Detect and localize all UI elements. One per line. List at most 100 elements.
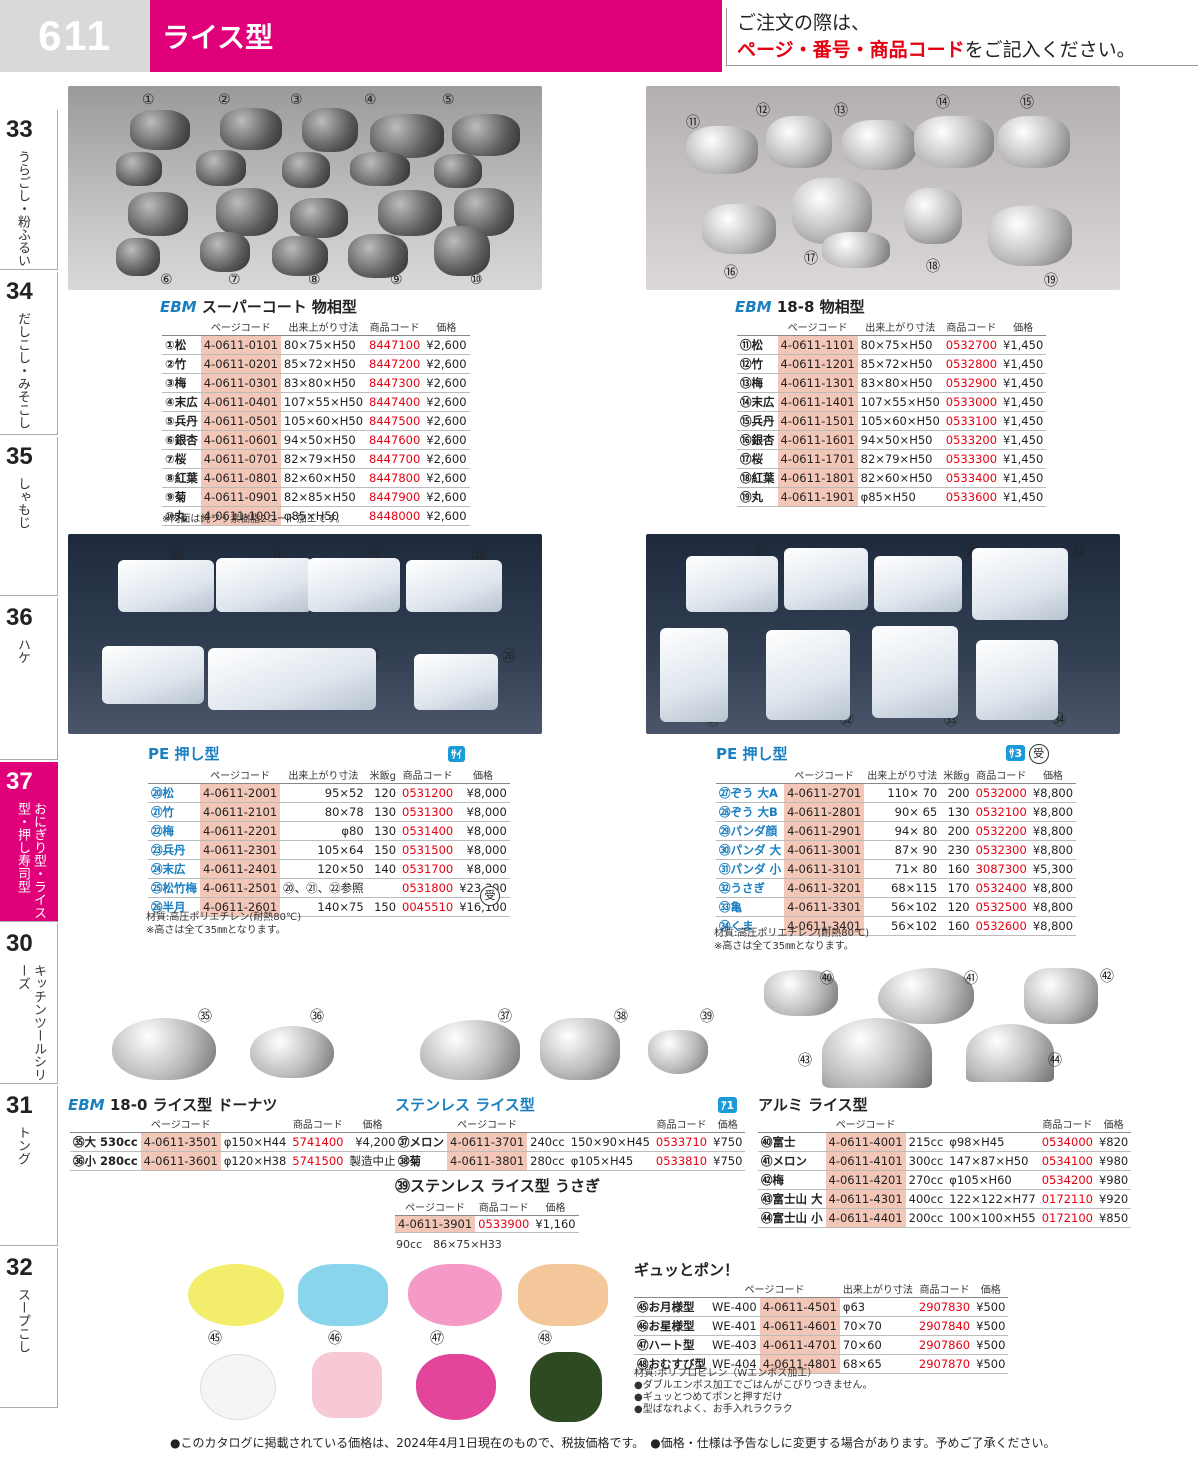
side-tab-32[interactable]: 32 スープこし (0, 1248, 58, 1408)
side-tab-number: 35 (6, 443, 33, 470)
table-cell: 4-0611-4001 (825, 1132, 906, 1152)
table-cell: φ85×H50 (857, 487, 943, 507)
table-header: 出来上がり寸法 (280, 766, 367, 784)
mold-shape (208, 648, 376, 710)
mold-shape (972, 548, 1068, 620)
table-header: 出来上がり寸法 (864, 766, 941, 784)
table-cell: ⑤兵丹 (162, 411, 201, 431)
table-cell: 68×65 (839, 1354, 916, 1374)
table-cell: 4-0611-1301 (777, 373, 858, 393)
table-cell: ¥2,600 (423, 430, 470, 450)
table-cell: φ150×H44 (220, 1132, 290, 1152)
table-cell: φ85×H50 (280, 506, 367, 526)
page-title: ライス型 (162, 21, 274, 54)
side-tab-text: スープこし (15, 1288, 30, 1353)
table-cell: ㉒梅 (148, 821, 200, 841)
table-cell: ¥850 (1095, 1208, 1132, 1228)
sec5-title-text: 18-0 ライス型 ドーナツ (109, 1096, 278, 1114)
table-cell: 85×72×H50 (857, 354, 943, 374)
table-cell: φ120×H38 (220, 1151, 290, 1171)
table-cell: 140×75 (280, 897, 367, 917)
table-cell: 8447400 (366, 392, 424, 412)
mold-shape (988, 206, 1072, 266)
table-cell: 130 (940, 802, 973, 822)
table-cell: 4-0611-4601 (759, 1316, 840, 1336)
table-cell: 4-0611-0801 (200, 468, 281, 488)
item-number-label: ㉖ (502, 649, 516, 665)
item-number-label: ㊶ (964, 971, 978, 987)
table-cell: 150×90×H45 (567, 1132, 653, 1152)
table-cell: 0532400 (972, 878, 1030, 898)
item-number-label: ㊸ (798, 1053, 812, 1069)
mold-shape (874, 556, 962, 612)
item-number-label: ⑰ (804, 251, 818, 267)
table-cell: 4-0611-0701 (200, 449, 281, 469)
table-cell: 4-0611-4401 (825, 1208, 906, 1228)
table-header: 商品コード (652, 1115, 711, 1133)
table-cell: 4-0611-0401 (200, 392, 281, 412)
item-number-label: ⑯ (724, 265, 738, 281)
table-header: ページコード (140, 1115, 221, 1133)
sec4-marks: ｻ3 受 (1006, 744, 1049, 764)
side-tab-number: 32 (6, 1254, 33, 1281)
mold-shape (842, 120, 916, 170)
mold-usagi (648, 1030, 708, 1074)
item-number-label: ① (142, 92, 155, 108)
mold-ume-alu (1024, 968, 1098, 1024)
item-number-label: ㉟ (198, 1009, 212, 1025)
table-cell: 4-0611-4801 (759, 1354, 840, 1374)
table-cell: 80×78 (280, 802, 367, 822)
table-cell: 4-0611-3001 (784, 840, 865, 860)
side-tab-text: トング (15, 1126, 30, 1165)
table-cell: ¥2,600 (423, 411, 470, 431)
mold-shape (200, 232, 250, 272)
table-cell: ③梅 (162, 373, 201, 393)
table-header: 出来上がり寸法 (839, 1280, 916, 1298)
table-cell: 8447600 (366, 430, 424, 450)
table-cell: ¥500 (973, 1335, 1009, 1355)
table-cell: 4-0611-0301 (200, 373, 281, 393)
table-cell: ¥750 (710, 1132, 746, 1152)
sec2-brand: EBM (735, 298, 772, 316)
table-header: 商品コード (475, 1198, 533, 1216)
table-cell: 100×100×H55 (946, 1208, 1039, 1228)
table-cell: 8447700 (366, 449, 424, 469)
table-cell: WE-400 (709, 1297, 760, 1317)
table-cell: 200cc (905, 1208, 947, 1228)
mold-fujisan-s (966, 1024, 1054, 1082)
table-cell: 150 (366, 897, 400, 917)
sec3-title: PE 押し型 (148, 743, 219, 764)
table-header: 価格 (456, 766, 510, 784)
item-number-label: ㊲ (498, 1009, 512, 1025)
table-cell: ¥8,800 (1029, 802, 1077, 822)
table-cell: 0531400 (399, 821, 457, 841)
table-cell: ¥2,600 (423, 487, 470, 507)
table-cell: 56×102 (864, 916, 941, 936)
table-cell: ¥4,200 (346, 1132, 399, 1152)
table-cell: 95×52 (280, 783, 367, 803)
table-cell: ¥1,160 (532, 1215, 579, 1233)
